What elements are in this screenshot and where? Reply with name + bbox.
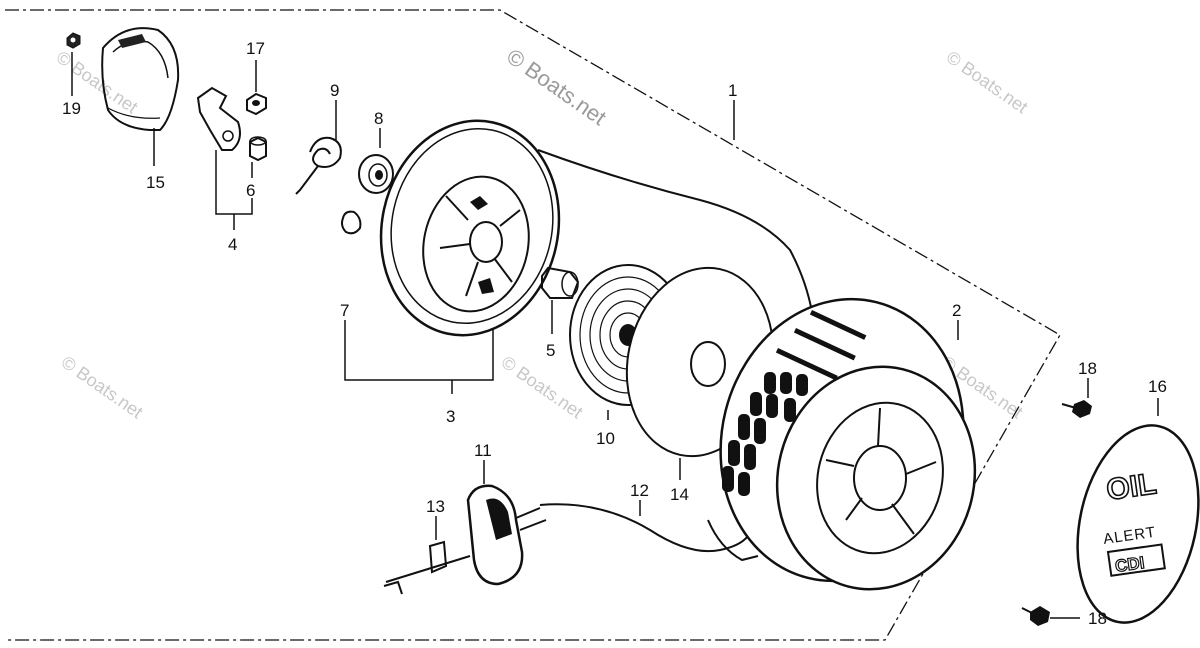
emblem-line-3: CDI — [1114, 553, 1146, 576]
callout-16: 16 — [1148, 377, 1167, 396]
callout-11: 11 — [474, 441, 492, 460]
emblem-line-1: OIL — [1104, 467, 1158, 507]
part-12-rope — [539, 503, 749, 553]
part-2-starter-housing — [707, 297, 977, 591]
callout-5: 5 — [546, 341, 555, 360]
callout-10: 10 — [596, 429, 615, 448]
part-9-spring-clip — [295, 136, 342, 195]
callout-2: 2 — [952, 301, 961, 320]
part-17-nut — [246, 92, 267, 116]
watermark-right-top: © Boats.net — [943, 47, 1032, 117]
callout-18-bottom: 18 — [1088, 609, 1107, 628]
part-15-starter-cover — [101, 27, 180, 131]
part-3-reel — [379, 119, 561, 337]
callout-13: 13 — [426, 497, 445, 516]
starter-rope — [537, 149, 813, 313]
part-18-screw-top — [1061, 400, 1092, 418]
callout-9: 9 — [330, 81, 339, 100]
callout-18-top: 18 — [1078, 359, 1097, 378]
callout-17: 17 — [246, 39, 265, 58]
callout-19: 19 — [62, 99, 81, 118]
part-16-emblem: OIL ALERT CDI — [1076, 424, 1200, 624]
watermark-center: © Boats.net — [498, 352, 587, 422]
part-8-roller — [358, 154, 394, 194]
callout-8: 8 — [374, 109, 383, 128]
part-18-screw-bottom — [1021, 606, 1050, 626]
watermark-left-mid: © Boats.net — [58, 352, 147, 422]
part-13-rope-end — [383, 540, 471, 595]
callout-3: 3 — [446, 407, 455, 426]
part-7-bushing — [341, 210, 362, 235]
callout-6: 6 — [246, 181, 255, 200]
part-5-collar — [541, 266, 580, 299]
part-19-nut — [66, 32, 81, 49]
leader-lines — [71, 52, 1159, 619]
callout-12: 12 — [630, 481, 649, 500]
callout-1: 1 — [728, 81, 737, 100]
callout-14: 14 — [670, 485, 689, 504]
callout-15: 15 — [146, 173, 165, 192]
part-4-bracket — [196, 86, 241, 151]
callout-7: 7 — [340, 301, 349, 320]
watermark-top: © Boats.net — [502, 44, 611, 131]
callout-4: 4 — [228, 235, 237, 254]
part-11-handle — [466, 484, 547, 586]
assembly-boundary — [5, 9, 1061, 641]
part-6-collar — [249, 136, 267, 162]
